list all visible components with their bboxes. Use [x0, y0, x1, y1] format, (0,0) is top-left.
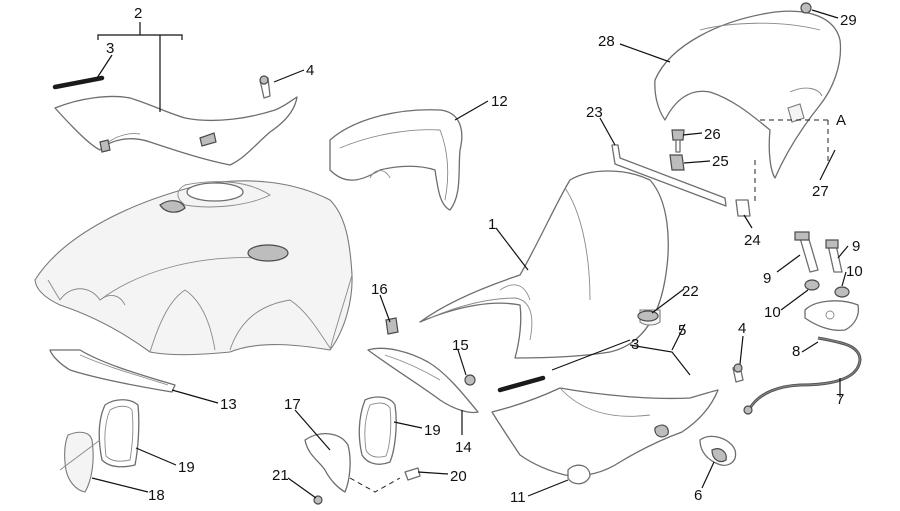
- callout-10a: 10: [764, 304, 781, 321]
- callout-28: 28: [598, 33, 615, 50]
- trim-strip-3a: [52, 75, 105, 90]
- callout-14: 14: [455, 439, 472, 456]
- tail-cowl-12: [329, 109, 463, 211]
- small-cover-14: [367, 317, 479, 414]
- callout-20: 20: [450, 468, 467, 485]
- bracket-17: [304, 433, 421, 505]
- callout-9a: 9: [763, 270, 771, 287]
- callout-11: 11: [510, 489, 526, 506]
- callout-21: 21: [272, 467, 289, 484]
- callout-19b: 19: [424, 422, 441, 439]
- callout-29: 29: [840, 12, 857, 29]
- assembly-dash-lines-rear: [754, 119, 829, 205]
- visor-18: [59, 431, 101, 493]
- rear-cover-28: [654, 2, 842, 179]
- rubber-pad-22: [637, 310, 659, 322]
- callout-A: A: [836, 112, 846, 129]
- callout-22: 22: [682, 283, 699, 300]
- assembly-dash-lines-lower: [349, 477, 401, 493]
- seat-1: [419, 170, 669, 359]
- rear-bracket-hardware: [611, 129, 751, 217]
- callout-12: 12: [491, 93, 508, 110]
- gasket-19-right: [358, 396, 397, 465]
- callout-5: 5: [678, 322, 686, 339]
- bracket-13: [49, 349, 176, 393]
- callout-6: 6: [694, 487, 702, 504]
- callout-1: 1: [488, 216, 496, 233]
- leader-lines: [91, 9, 849, 499]
- callout-3a: 3: [106, 40, 114, 57]
- callout-27: 27: [812, 183, 829, 200]
- callout-13: 13: [220, 396, 237, 413]
- callout-17: 17: [284, 396, 301, 413]
- callout-15: 15: [452, 337, 469, 354]
- callout-4b: 4: [738, 320, 746, 337]
- callout-26: 26: [704, 126, 721, 143]
- callout-8: 8: [792, 343, 800, 360]
- callout-24: 24: [744, 232, 761, 249]
- fuel-tank-cover: [34, 180, 353, 356]
- callout-7: 7: [836, 391, 844, 408]
- callout-2: 2: [134, 5, 142, 22]
- trim-strip-3b: [497, 375, 546, 393]
- callout-23: 23: [586, 104, 603, 121]
- gasket-19-left: [98, 399, 140, 468]
- right-side-panel: [491, 363, 744, 485]
- callout-4a: 4: [306, 62, 314, 79]
- callout-9b: 9: [852, 238, 860, 255]
- seat-lock-hardware: [743, 231, 862, 415]
- callout-19a: 19: [178, 459, 195, 476]
- callout-16: 16: [371, 281, 388, 298]
- callout-25: 25: [712, 153, 729, 170]
- callout-10b: 10: [846, 263, 863, 280]
- callout-3b: 3: [631, 336, 639, 353]
- callout-labels: 2 3 4 12 1 28 29 23 26 25 A 27 24 9 9 10…: [106, 5, 863, 506]
- callout-18: 18: [148, 487, 165, 504]
- left-side-panel: [54, 75, 298, 166]
